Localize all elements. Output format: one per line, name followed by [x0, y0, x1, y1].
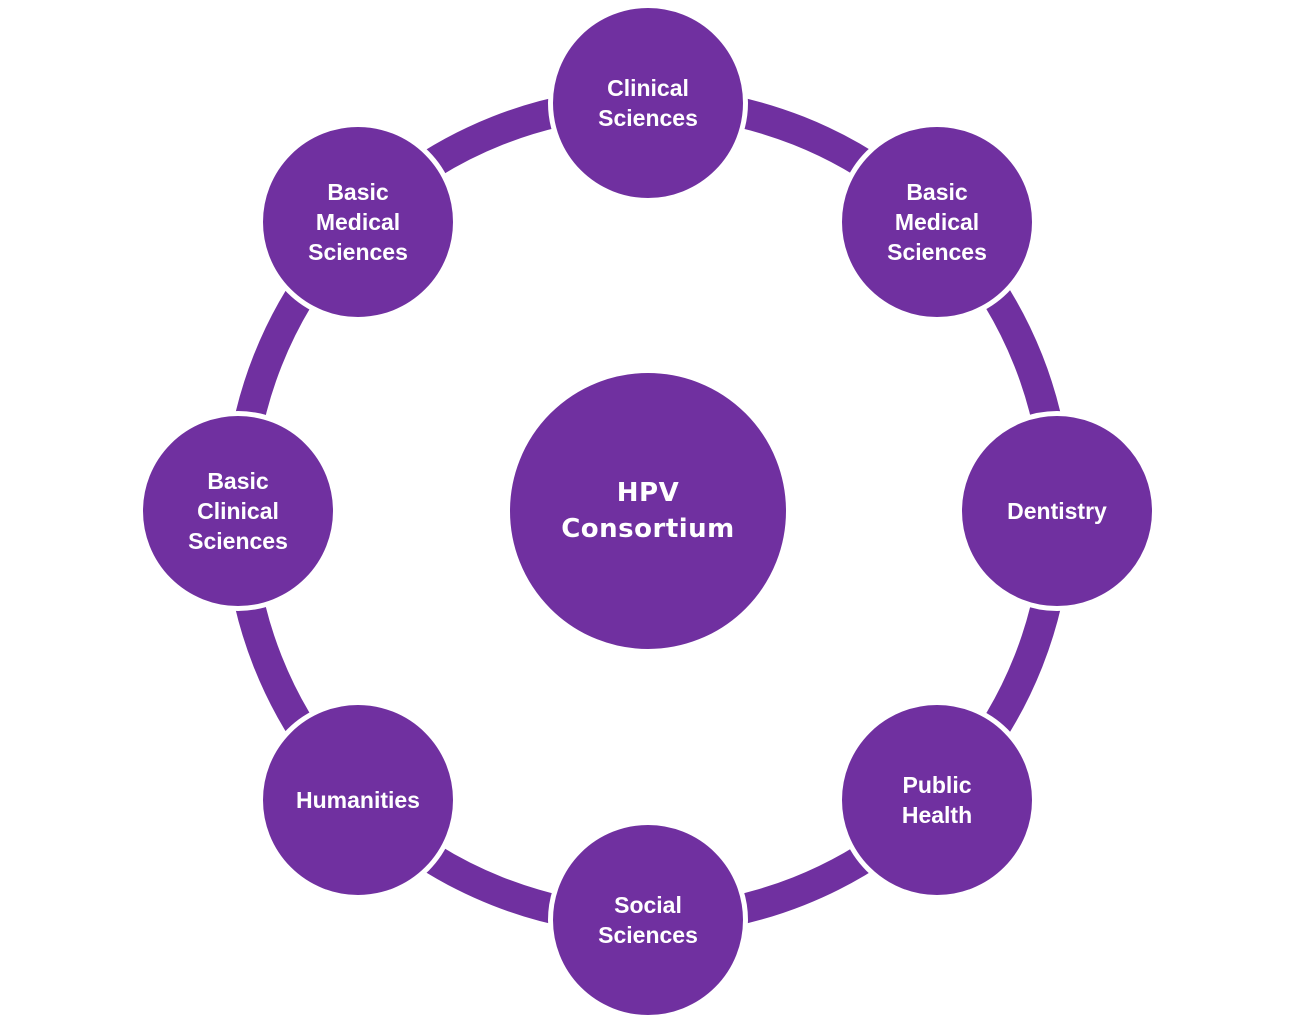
node-clinical-sciences: Clinical Sciences	[548, 3, 748, 203]
node-social-sciences: Social Sciences	[548, 820, 748, 1020]
node-label: Basic Medical Sciences	[887, 179, 987, 265]
node-label: Basic Medical Sciences	[308, 179, 408, 265]
node-label: Public Health	[901, 772, 973, 828]
node-label: Dentistry	[1007, 498, 1107, 524]
node-label: Social Sciences	[598, 892, 698, 948]
node-public-health: Public Health	[837, 700, 1037, 900]
node-label: Humanities	[296, 787, 420, 813]
center-node-label: HPV Consortium	[561, 478, 735, 544]
center-node-hpv-consortium: HPV Consortium	[505, 368, 791, 654]
node-basic-medical-sciences-left: Basic Medical Sciences	[258, 122, 458, 322]
node-basic-medical-sciences-right: Basic Medical Sciences	[837, 122, 1037, 322]
node-humanities: Humanities	[258, 700, 458, 900]
node-label: Clinical Sciences	[598, 75, 698, 131]
node-dentistry: Dentistry	[957, 411, 1157, 611]
node-label: Basic Clinical Sciences	[188, 468, 288, 554]
node-basic-clinical-sciences: Basic Clinical Sciences	[138, 411, 338, 611]
